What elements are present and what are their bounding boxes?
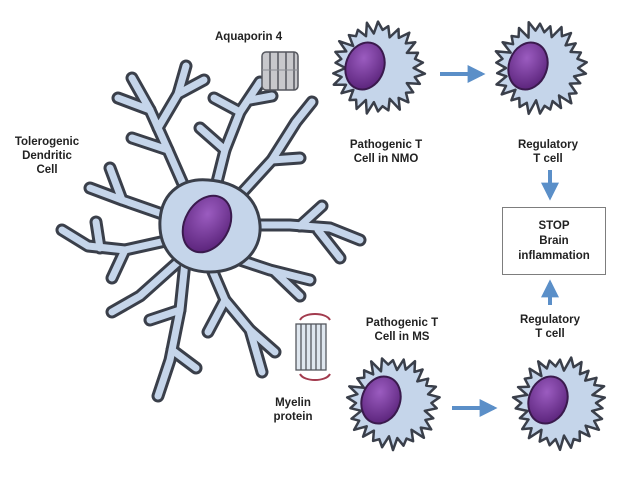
pathogenic-t-cell-nmo xyxy=(332,20,427,115)
regulatory-t-cell-top xyxy=(494,20,588,116)
pathogenic-t-cell-ms xyxy=(345,357,441,452)
aquaporin-channel-icon xyxy=(261,51,299,91)
label-tolerogenic-dendritic-cell: Tolerogenic Dendritic Cell xyxy=(14,136,80,176)
label-pathogenic-nmo: Pathogenic T Cell in NMO xyxy=(349,139,423,165)
dendritic-cell xyxy=(55,59,367,403)
label-myelin-protein: Myelin protein xyxy=(273,397,313,423)
label-aquaporin: Aquaporin 4 xyxy=(215,31,283,43)
dendritic-cell-nucleus xyxy=(181,194,233,254)
stop-brain-inflammation-box: STOP Brain inflammation xyxy=(502,207,606,275)
label-regulatory-top: Regulatory T cell xyxy=(517,139,579,165)
label-pathogenic-ms: Pathogenic T Cell in MS xyxy=(365,317,439,343)
label-regulatory-bottom: Regulatory T cell xyxy=(519,314,581,340)
regulatory-t-cell-bottom xyxy=(511,356,607,452)
myelin-receptor-icon xyxy=(295,313,331,381)
